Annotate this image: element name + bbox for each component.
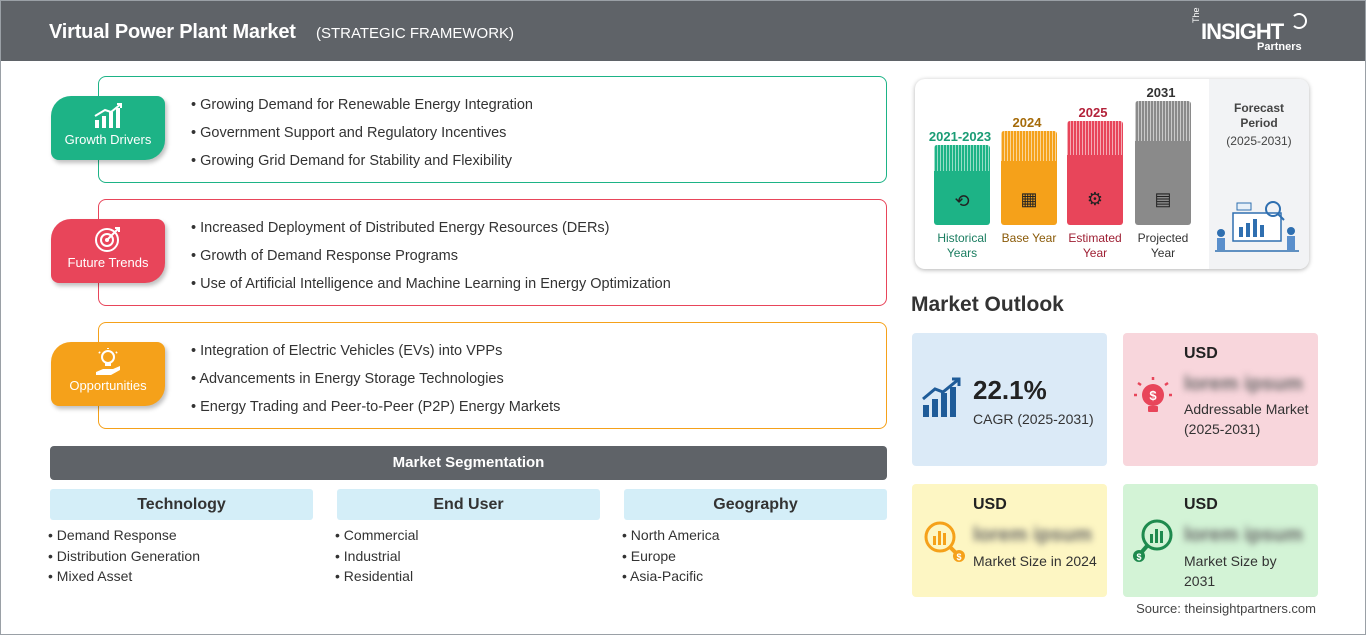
insight-partners-logo[interactable]: The INSIGHT Partners <box>1191 7 1311 55</box>
opportunities-list: • Integration of Electric Vehicles (EVs)… <box>191 337 560 421</box>
segment-technology-header: Technology <box>50 489 313 520</box>
market-size-2031-card: $ USD lorem ipsum Market Size by 2031 <box>1123 484 1318 597</box>
year-estimated: 2025 <box>1078 105 1108 120</box>
market-segmentation-header: Market Segmentation <box>50 446 887 480</box>
magnifier-chart-icon: $ <box>1133 519 1173 562</box>
bar-stripes <box>1001 131 1057 161</box>
addressable-currency: USD <box>1184 345 1218 362</box>
forecast-period-title: Forecast Period <box>1233 101 1285 130</box>
magnifier-chart-icon: $ <box>924 521 965 562</box>
header-bar: Virtual Power Plant Market (STRATEGIC FR… <box>1 1 1365 61</box>
list-item: • Commercial <box>335 527 419 543</box>
forecast-period-range: (2025-2031) <box>1226 134 1292 148</box>
bar-historical: ⟲ <box>934 145 990 225</box>
opportunities-box <box>98 322 887 429</box>
addressable-market-card: $ USD lorem ipsum Addressable Market (20… <box>1123 333 1318 466</box>
timeline-panel: 2021-2023 ⟲ Historical Years 2024 ▦ Base… <box>915 79 1309 269</box>
list-item: • Demand Response <box>48 527 177 543</box>
logo-main: INSIGHT <box>1201 19 1284 44</box>
label-base: Base Year <box>1001 231 1057 245</box>
list-item: • Use of Artificial Intelligence and Mac… <box>191 276 671 292</box>
target-icon <box>95 227 120 252</box>
market-size-2024-card: $ USD lorem ipsum Market Size in 2024 <box>912 484 1107 597</box>
svg-text:$: $ <box>956 552 961 562</box>
bar-stripes <box>1067 121 1123 155</box>
svg-text:$: $ <box>1136 552 1141 562</box>
year-base: 2024 <box>1012 115 1042 130</box>
future-trends-label: Future Trends <box>67 255 149 270</box>
bar-stripes <box>934 145 990 171</box>
label-estimated: Estimated Year <box>1068 231 1122 260</box>
size-2024-label: Market Size in 2024 <box>973 553 1097 569</box>
addressable-label: Addressable Market (2025-2031) <box>1184 401 1309 437</box>
growth-drivers-label: Growth Drivers <box>64 132 152 147</box>
segment-geography-list: • North America • Europe • Asia-Pacific <box>622 525 720 587</box>
opportunities-badge: Opportunities <box>51 342 165 406</box>
list-item: • Industrial <box>335 547 401 564</box>
list-item: • Growth of Demand Response Programs <box>191 248 459 264</box>
size-2031-currency: USD <box>1184 496 1218 513</box>
list-item: • Increased Deployment of Distributed En… <box>191 220 610 236</box>
list-item: • North America <box>622 527 720 543</box>
size-2024-value: lorem ipsum <box>973 524 1092 546</box>
future-trends-box <box>98 199 887 306</box>
list-item: • Residential <box>335 568 414 584</box>
logo-sub: Partners <box>1257 41 1302 53</box>
history-icon: ⟲ <box>954 191 970 211</box>
market-outlook-title: Market Outlook <box>911 293 1064 316</box>
calendar-icon: ▦ <box>1020 189 1038 209</box>
bar-chart-growth-icon <box>94 103 122 128</box>
segment-technology-list: • Demand Response • Distribution Generat… <box>48 525 200 587</box>
size-2031-value: lorem ipsum <box>1184 524 1303 546</box>
list-item: • Distribution Generation <box>48 547 200 564</box>
growth-drivers-box <box>98 76 887 183</box>
source-credit[interactable]: Source: theinsightpartners.com <box>1136 601 1316 616</box>
segment-geography-header: Geography <box>624 489 887 520</box>
page-subtitle: (STRATEGIC FRAMEWORK) <box>316 25 515 42</box>
lightbulb-dollar-icon: $ <box>1134 377 1172 412</box>
size-2024-currency: USD <box>973 496 1007 513</box>
svg-text:$: $ <box>1149 388 1157 403</box>
bar-projected: ▤ <box>1135 101 1191 225</box>
label-historical: Historical Years <box>937 231 987 260</box>
segment-end-user-header: End User <box>337 489 600 520</box>
list-item: • Asia-Pacific <box>622 568 704 584</box>
size-2031-label: Market Size by 2031 <box>1184 553 1277 589</box>
year-historical: 2021-2023 <box>928 129 992 144</box>
list-item: • Growing Demand for Renewable Energy In… <box>191 97 533 113</box>
list-item: • Integration of Electric Vehicles (EVs)… <box>191 343 503 359</box>
list-item: • Growing Grid Demand for Stability and … <box>191 153 512 169</box>
growth-drivers-badge: Growth Drivers <box>51 96 165 160</box>
addressable-value: lorem ipsum <box>1184 373 1303 395</box>
growth-chart-icon <box>922 377 961 417</box>
growth-drivers-list: • Growing Demand for Renewable Energy In… <box>191 91 533 175</box>
estimate-icon: ⚙ <box>1086 189 1104 209</box>
page-title: Virtual Power Plant Market <box>49 21 296 43</box>
bar-base: ▦ <box>1001 131 1057 225</box>
future-trends-list: • Increased Deployment of Distributed En… <box>191 214 671 298</box>
list-item: • Advancements in Energy Storage Technol… <box>191 371 504 387</box>
segment-end-user-list: • Commercial • Industrial • Residential <box>335 525 418 587</box>
future-trends-badge: Future Trends <box>51 219 165 283</box>
opportunities-label: Opportunities <box>69 378 147 393</box>
bar-estimated: ⚙ <box>1067 121 1123 225</box>
list-item: • Mixed Asset <box>48 568 133 584</box>
analysts-illustration-icon <box>1215 201 1299 252</box>
cagr-card: 22.1% CAGR (2025-2031) <box>912 333 1107 466</box>
list-item: • Government Support and Regulatory Ince… <box>191 125 507 141</box>
bar-stripes <box>1135 101 1191 141</box>
logo-arc-icon <box>1291 13 1307 29</box>
list-item: • Europe <box>622 547 676 564</box>
logo-the: The <box>1191 7 1201 23</box>
list-item: • Energy Trading and Peer-to-Peer (P2P) … <box>191 399 561 415</box>
lightbulb-hand-icon <box>96 348 120 375</box>
label-projected: Projected Year <box>1137 231 1189 260</box>
projection-icon: ▤ <box>1154 189 1172 209</box>
cagr-label: CAGR (2025-2031) <box>973 411 1094 427</box>
year-projected: 2031 <box>1146 85 1176 100</box>
cagr-value: 22.1% <box>973 375 1047 405</box>
